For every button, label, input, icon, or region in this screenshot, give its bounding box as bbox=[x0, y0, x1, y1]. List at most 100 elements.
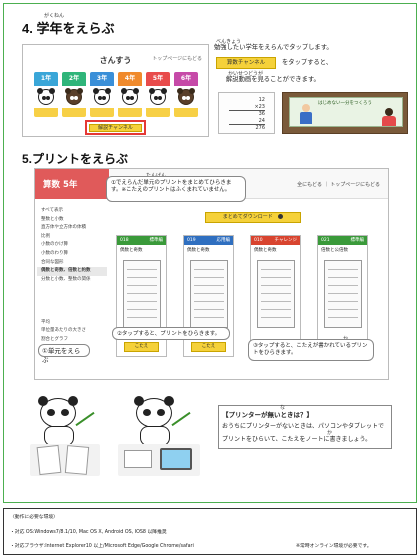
cat2-icon bbox=[118, 86, 142, 108]
channel-button-highlight bbox=[85, 120, 146, 135]
bear-icon bbox=[174, 86, 198, 108]
teacher-icon bbox=[300, 104, 312, 124]
whiteboard-text: はじめない一分をつくろう bbox=[318, 101, 372, 106]
grade-card[interactable]: 5年 bbox=[146, 72, 170, 117]
step4-title: 4. 学年をえらぶ bbox=[22, 21, 115, 36]
grade-card[interactable]: 1年 bbox=[34, 72, 58, 117]
download-icon bbox=[278, 214, 284, 219]
answer-button[interactable]: こたえ bbox=[124, 342, 159, 352]
unit-sidebar: すべて表示整数と小数直方体や立方体の体積比例小数のかけ算小数のわり算合同な図形偶… bbox=[37, 207, 107, 353]
panda-with-papers bbox=[30, 396, 102, 482]
system-requirements-box: 〈動作に必要な環境〉 ・対応 OS:Windows7/8.1/10, Mac O… bbox=[3, 508, 417, 555]
print-card-header: 019 応用編 bbox=[184, 236, 233, 245]
sidebar-unit-item[interactable]: 平均 bbox=[41, 319, 50, 325]
print-code: 010 bbox=[254, 238, 263, 243]
grade-select-panel: さんすう トップページにもどる 1年 2年 3年 4年 5年 6年 解説チャンネル bbox=[22, 44, 209, 137]
requirements-heading: 〈動作に必要な環境〉 bbox=[10, 515, 58, 520]
ruby-gakunen: がくねん bbox=[44, 13, 65, 19]
grade-card[interactable]: 3年 bbox=[90, 72, 114, 117]
math-line: 36 bbox=[258, 111, 265, 117]
sidebar-unit-item[interactable]: 割合とグラフ bbox=[41, 336, 68, 342]
requirements-browser: ・対応ブラウザ:Internet Explorer10 以上/Microsoft… bbox=[10, 544, 194, 549]
print-thumbnail[interactable] bbox=[123, 260, 161, 328]
print-code: 019 bbox=[187, 238, 196, 243]
printer-note-line1: おうちにプリンターがないときは、パソコンやタブレットで bbox=[222, 423, 385, 430]
printer-note-line2: プリントをひらいて、こたえをノートに書きましょう。 bbox=[222, 436, 372, 443]
ruby-benkyou: べんきょう bbox=[216, 39, 242, 45]
ruby-kaisetsu: かいせつどうが bbox=[228, 71, 264, 77]
grade-label: 2年 bbox=[62, 72, 86, 86]
grade-card-footer bbox=[174, 108, 198, 117]
top-page-link[interactable]: トップページにもどる bbox=[152, 56, 202, 62]
print-level-tag: 応用編 bbox=[216, 238, 231, 243]
print-card-header: 018 標準編 bbox=[117, 236, 166, 245]
panda-icon bbox=[34, 86, 58, 108]
print-title: 偶数と奇数 bbox=[120, 248, 143, 253]
sidebar-unit-item[interactable]: 小数のかけ算 bbox=[41, 242, 68, 248]
sidebar-unit-item[interactable] bbox=[37, 302, 107, 311]
sidebar-unit-item[interactable] bbox=[37, 310, 107, 319]
header-links[interactable]: 全にもどる ｜ トップページにもどる bbox=[297, 182, 380, 188]
callout-tap-answer: ③タップすると、こたえが書かれているプリントをひらきます。 bbox=[248, 339, 374, 361]
sidebar-unit-item[interactable]: 単位量あたりの大きさ bbox=[41, 328, 86, 334]
print-title: 偶数と奇数 bbox=[187, 248, 210, 253]
sidebar-unit-item[interactable]: 偶数と奇数、倍数と約数 bbox=[37, 267, 107, 276]
panda-icon bbox=[146, 86, 170, 108]
print-card-header: 010 チャレンジ bbox=[251, 236, 300, 245]
grade-card-footer bbox=[146, 108, 170, 117]
sidebar-unit-item[interactable]: すべて表示 bbox=[41, 208, 64, 213]
sidebar-unit-item[interactable]: 合同な図形 bbox=[41, 259, 64, 265]
sidebar-unit-item[interactable]: 直方体や立方体の体積 bbox=[41, 225, 86, 231]
step5-title: 5.プリントをえらぶ bbox=[22, 152, 129, 166]
desc-line1: 勉強したい学年をえらんでタップします。 bbox=[214, 44, 333, 51]
bear-icon bbox=[62, 86, 86, 108]
answer-button[interactable]: こたえ bbox=[191, 342, 226, 352]
grade-card[interactable]: 4年 bbox=[118, 72, 142, 117]
student-icon bbox=[382, 108, 396, 126]
channel-button[interactable]: 解説チャンネル bbox=[89, 124, 142, 132]
panda-with-tablet bbox=[118, 396, 202, 482]
print-thumbnail[interactable] bbox=[190, 260, 228, 328]
callout-download: ①でえらんだ単元のプリントをまとめてひらきます。※こたえのプリントはふくまれてい… bbox=[106, 176, 246, 202]
grade-card-footer bbox=[118, 108, 142, 117]
app-title: さんすう bbox=[99, 56, 132, 65]
callout-tap-print: ②タップすると、プリントをひらきます。 bbox=[112, 327, 230, 340]
print-thumbnail[interactable] bbox=[324, 260, 362, 328]
desc-line2: をタップすると、 bbox=[282, 59, 333, 66]
download-all-label: まとめてダウンロード bbox=[222, 214, 273, 220]
sidebar-unit-item[interactable] bbox=[37, 293, 107, 302]
cat-icon bbox=[90, 86, 114, 108]
math-line: 12 bbox=[258, 97, 265, 103]
sidebar-unit-item[interactable]: 小数のわり算 bbox=[41, 250, 68, 256]
sidebar-unit-item[interactable]: 比例 bbox=[41, 233, 50, 239]
grade-card-footer bbox=[62, 108, 86, 117]
print-thumbnail[interactable] bbox=[257, 260, 295, 328]
download-all-button[interactable]: まとめてダウンロード bbox=[205, 212, 301, 223]
grade-card[interactable]: 2年 bbox=[62, 72, 86, 117]
grade-label: 4年 bbox=[118, 72, 142, 86]
grade-label: 6年 bbox=[174, 72, 198, 86]
sidebar-unit-item[interactable] bbox=[37, 284, 107, 293]
print-code: 018 bbox=[120, 238, 129, 243]
sidebar-unit-item[interactable]: 整数と小数 bbox=[41, 216, 64, 222]
grade-label: 1年 bbox=[34, 72, 58, 86]
print-title: 偶数と奇数 bbox=[254, 248, 277, 253]
print-code: 021 bbox=[321, 238, 330, 243]
desc-line3: 解説動画を見ることができます。 bbox=[226, 76, 320, 83]
print-level-tag: チャレンジ bbox=[274, 238, 297, 243]
answer-label: こたえ bbox=[201, 344, 216, 349]
video-thumbnail-whiteboard: はじめない一分をつくろう bbox=[282, 92, 408, 134]
ruby-nai: な bbox=[280, 405, 286, 411]
callout-select-unit: ①単元をえらぶ bbox=[38, 344, 90, 364]
sidebar-unit-item[interactable]: 分数と小数、整数の関係 bbox=[41, 276, 91, 282]
grade-card[interactable]: 6年 bbox=[174, 72, 198, 117]
grade-label: 3年 bbox=[90, 72, 114, 86]
math-line: 276 bbox=[255, 125, 265, 131]
print-level-tag: 標準編 bbox=[149, 238, 164, 243]
subject-header: 算数 5年 bbox=[35, 169, 109, 199]
print-title: 倍数と公倍数 bbox=[321, 248, 348, 253]
grade-label: 5年 bbox=[146, 72, 170, 86]
whiteboard: はじめない一分をつくろう bbox=[289, 97, 403, 127]
